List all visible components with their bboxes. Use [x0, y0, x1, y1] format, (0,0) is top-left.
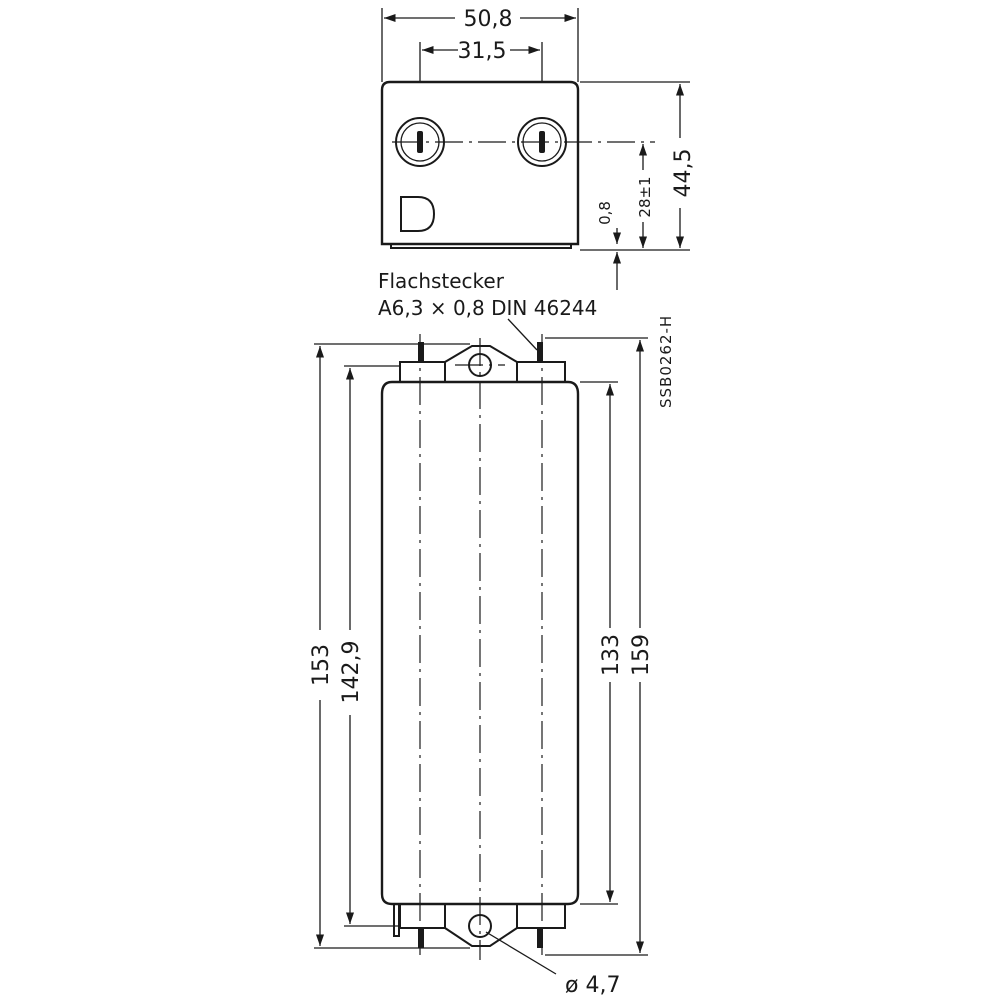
dim-right-outer: 159 — [629, 634, 654, 676]
top-view: 50,8 31,5 44,5 28±1 — [380, 7, 696, 290]
dim-base-plate: 0,8 — [596, 201, 614, 225]
annotation-line-2: A6,3 × 0,8 DIN 46244 — [378, 296, 597, 320]
dim-right-inner: 133 — [599, 634, 624, 676]
dim-pin-height: 28±1 — [636, 176, 654, 217]
dim-hole-diameter: ø 4,7 — [565, 973, 620, 998]
dim-left-outer: 153 — [309, 644, 334, 686]
drawing-id: SSB0262-H — [657, 315, 675, 408]
flat-connector-annotation: Flachstecker A6,3 × 0,8 DIN 46244 — [378, 269, 597, 351]
dim-left-inner: 142,9 — [339, 641, 364, 704]
annotation-line-1: Flachstecker — [378, 269, 505, 293]
dim-pin-spacing: 31,5 — [458, 39, 507, 64]
dim-height-total: 44,5 — [671, 149, 696, 198]
dim-width-total: 50,8 — [464, 7, 513, 32]
ground-symbol — [400, 196, 436, 232]
side-view: 153 142,9 133 159 ø 4,7 — [309, 334, 654, 998]
